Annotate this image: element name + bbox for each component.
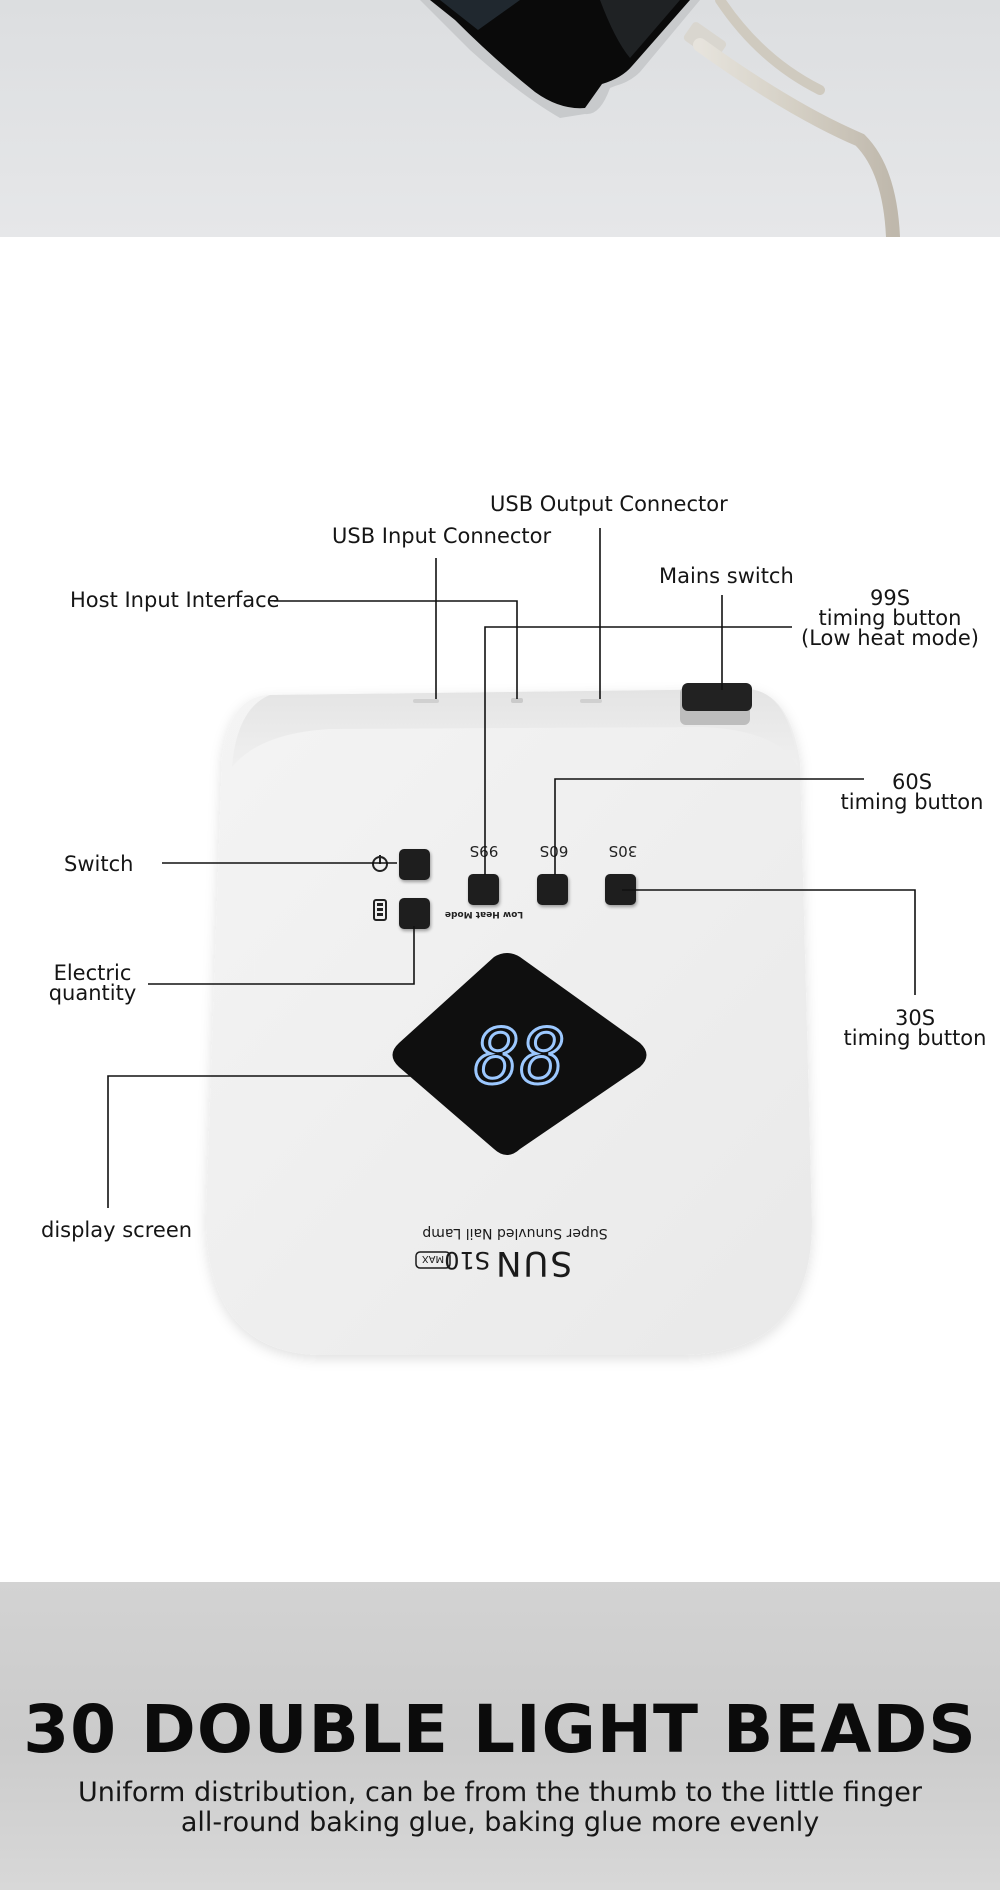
- usb-input-port[interactable]: [413, 699, 439, 703]
- top-photo: [0, 0, 1000, 237]
- cable-image: [683, 0, 900, 237]
- timer-99s-button[interactable]: [468, 874, 499, 905]
- timer-60s-button[interactable]: [537, 874, 568, 905]
- timer-30s-text: 30S: [608, 842, 638, 860]
- callout-host-input: Host Input Interface: [70, 588, 280, 612]
- svg-text:88: 88: [474, 1015, 566, 1095]
- subline-2: all-round baking glue, baking glue more …: [180, 1807, 820, 1838]
- led-readout: 88: [473, 1015, 568, 1095]
- brand-badge: MAX: [422, 1253, 444, 1264]
- usb-output-port[interactable]: [580, 699, 602, 703]
- callout-electric: Electric quantity: [48, 961, 137, 1005]
- footer-band: 30 DOUBLE LIGHT BEADS Uniform distributi…: [0, 1582, 1000, 1890]
- timer-99s-text: 99S: [469, 842, 499, 860]
- electric-quantity-button[interactable]: [399, 898, 430, 929]
- callout-usb-output: USB Output Connector: [490, 492, 728, 516]
- timer-30s-button[interactable]: [605, 874, 636, 905]
- product-diagram: Super Sunuvled Nail Lamp SUN S10 MAX Low…: [206, 683, 812, 1355]
- callout-usb-input: USB Input Connector: [332, 524, 552, 548]
- host-input-port[interactable]: [511, 698, 523, 703]
- display-screen: [392, 953, 647, 1155]
- timer-60s-text: 60S: [539, 842, 569, 860]
- headline: 30 DOUBLE LIGHT BEADS: [23, 1691, 977, 1768]
- brand-logo: Super Sunuvled Nail Lamp SUN S10 MAX: [415, 1225, 608, 1283]
- callout-switch: Switch: [64, 852, 134, 876]
- mains-switch[interactable]: [680, 683, 752, 725]
- brand-prefix: SUN: [494, 1243, 572, 1283]
- callout-60s: 60S timing button: [840, 770, 984, 814]
- phone-image: [420, 0, 700, 118]
- callout-99s: 99S timing button (Low heat mode): [801, 586, 979, 650]
- callout-30s: 30S timing button: [843, 1006, 987, 1050]
- callout-mains-switch: Mains switch: [659, 564, 794, 588]
- subline-1: Uniform distribution, can be from the th…: [78, 1777, 922, 1808]
- switch-button[interactable]: [399, 849, 430, 880]
- callout-display: display screen: [41, 1218, 193, 1242]
- brand-model: S10: [444, 1246, 490, 1274]
- battery-icon: [373, 899, 387, 921]
- brand-tagline: Super Sunuvled Nail Lamp: [422, 1225, 607, 1241]
- low-heat-label: Low Heat Mode: [445, 909, 523, 919]
